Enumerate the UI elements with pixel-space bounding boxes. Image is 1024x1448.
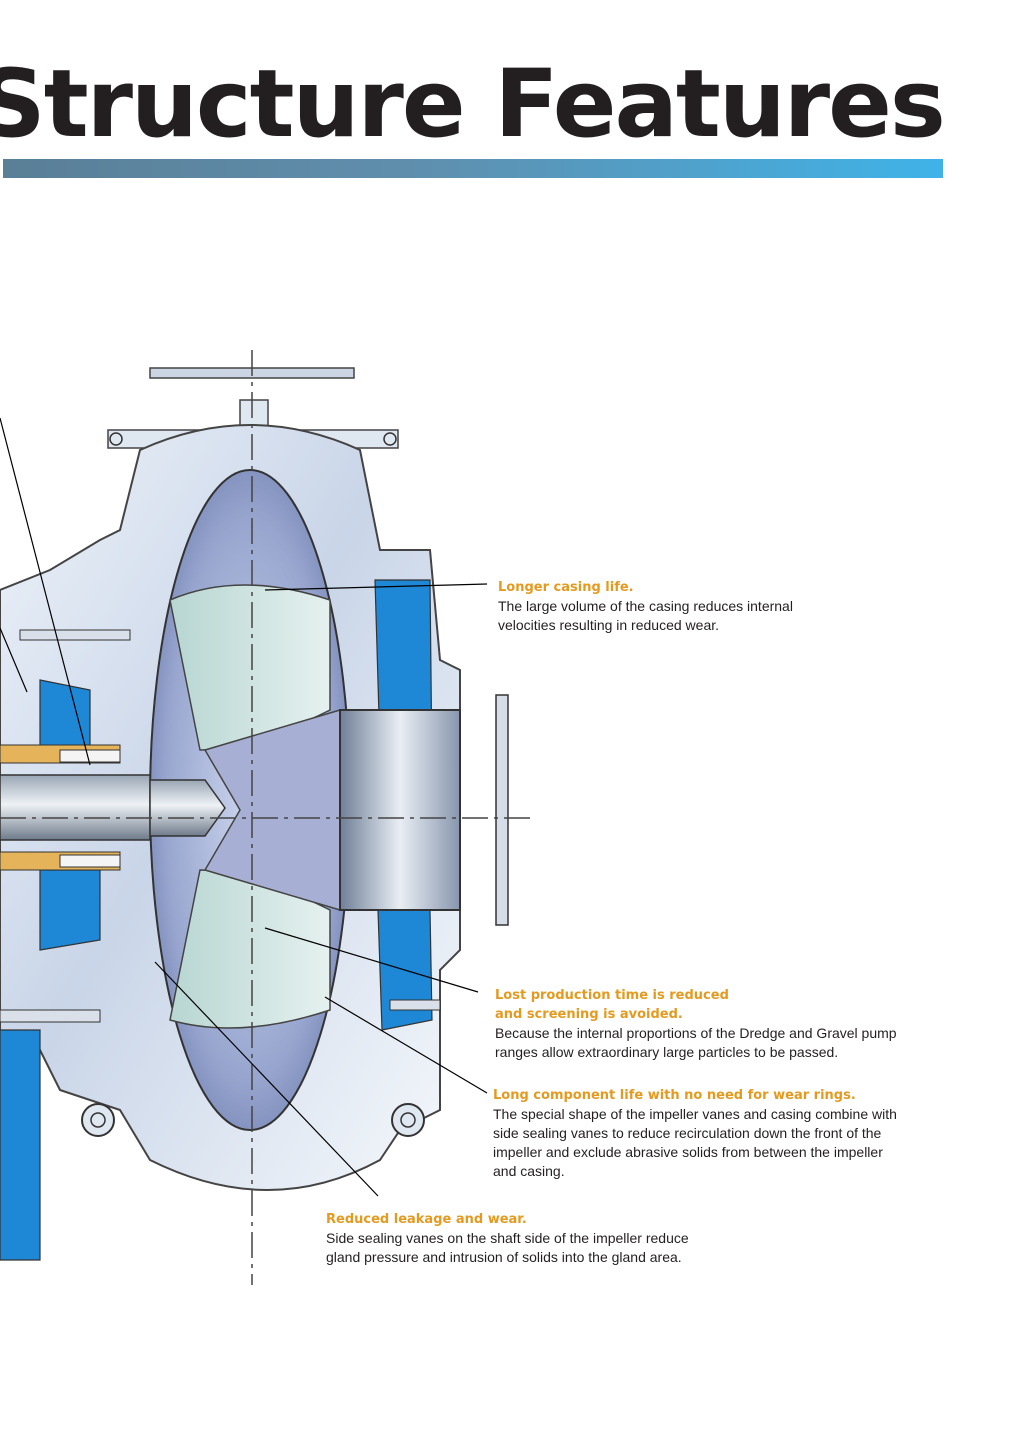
callout-heading: Long component life with no need for wea…: [493, 1088, 856, 1103]
callout-heading: Lost production time is reduced and scre…: [495, 988, 729, 1022]
callout-body: The special shape of the impeller vanes …: [493, 1106, 897, 1179]
callout-body: Because the internal proportions of the …: [495, 1025, 897, 1060]
callout-heading: Longer casing life.: [498, 580, 634, 595]
callout-body: The large volume of the casing reduces i…: [498, 598, 793, 633]
callout-heading: Reduced leakage and wear.: [326, 1212, 527, 1227]
page-title: Structure Features: [0, 50, 946, 159]
callout-reduced-leakage: Reduced leakage and wear. Side sealing v…: [326, 1210, 726, 1267]
callout-component-life: Long component life with no need for wea…: [493, 1086, 903, 1181]
callout-production-time: Lost production time is reduced and scre…: [495, 986, 905, 1062]
callout-body: Side sealing vanes on the shaft side of …: [326, 1230, 689, 1265]
pump-cross-section-drawing: [0, 350, 530, 1285]
callout-casing-life: Longer casing life. The large volume of …: [498, 578, 828, 635]
title-gradient-bar: [3, 159, 943, 178]
